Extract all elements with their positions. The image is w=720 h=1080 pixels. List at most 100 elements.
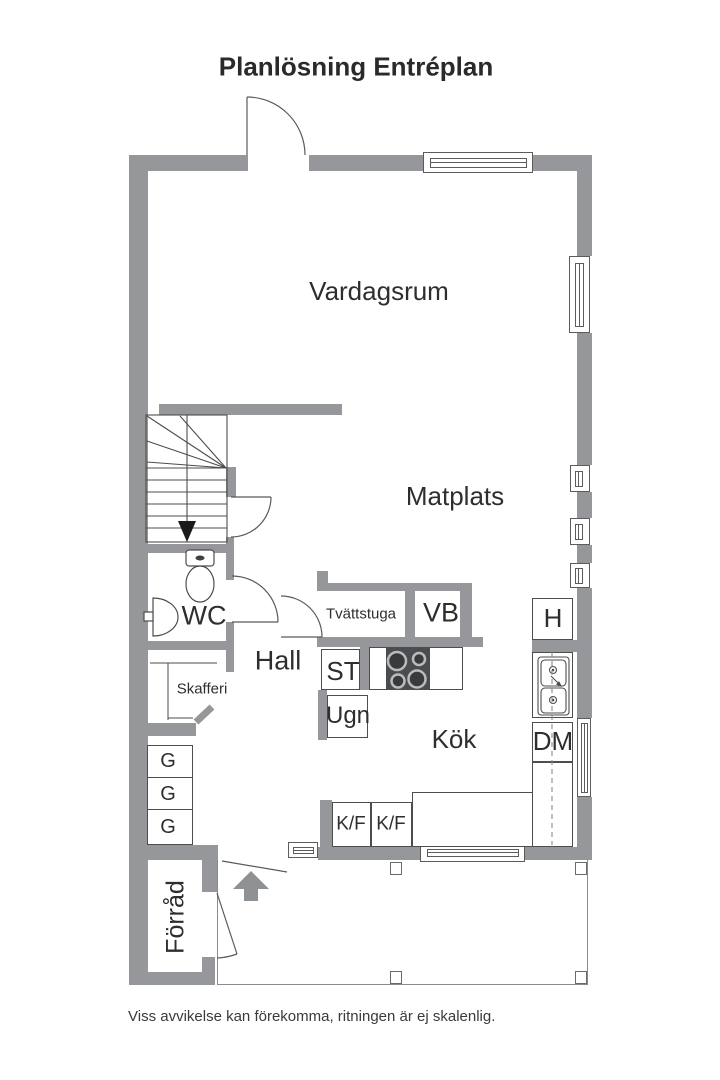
- label-st: ST: [326, 656, 360, 686]
- label-dishwasher: DM: [532, 726, 574, 756]
- window-mullion: [431, 162, 526, 163]
- disclaimer-text: Viss avvikelse kan förekomma, ritningen …: [128, 1008, 496, 1025]
- wall-segment: [159, 404, 342, 415]
- label-fridge-freezer-1: K/F: [336, 813, 366, 835]
- window-symbol: [570, 563, 590, 588]
- door-arc: [231, 575, 279, 623]
- hand-basin-icon: [143, 597, 179, 637]
- tall-cabinet: [532, 598, 573, 640]
- terrace-post: [390, 971, 402, 984]
- room-label-vardagsrum: Vardagsrum: [309, 276, 449, 306]
- door-arc: [230, 496, 272, 538]
- wall-segment: [577, 492, 592, 518]
- room-label-matplats: Matplats: [405, 481, 505, 511]
- window-mullion: [294, 850, 313, 851]
- cleaning-cabinet: [321, 649, 360, 690]
- window-symbol: [577, 718, 591, 797]
- window-mullion: [578, 525, 579, 539]
- window-symbol: [570, 518, 590, 545]
- wall-segment: [320, 800, 332, 852]
- wall-segment: [146, 723, 196, 736]
- wall-segment: [317, 637, 483, 647]
- window-pane: [575, 524, 583, 540]
- terrace-post: [390, 862, 402, 875]
- terrace-edge: [217, 860, 218, 985]
- label-ugn: Ugn: [325, 702, 371, 729]
- kitchen-sink-icon: [537, 656, 570, 716]
- window-symbol: [569, 256, 590, 333]
- wardrobe-1: [147, 745, 193, 778]
- wall-segment: [309, 155, 424, 171]
- window-pane: [430, 158, 527, 168]
- room-label-tvattstuga: Tvättstuga: [325, 605, 397, 623]
- wall-segment: [577, 545, 592, 563]
- wall-segment: [317, 571, 328, 583]
- toilet-icon: [185, 549, 215, 603]
- entry-door-leaf: [221, 860, 288, 873]
- pantry-detail: [150, 662, 217, 725]
- wall-segment: [318, 847, 420, 860]
- terrace-post: [575, 862, 587, 875]
- wall-segment: [129, 155, 248, 171]
- wall-segment: [202, 860, 217, 892]
- window-mullion: [584, 724, 585, 792]
- terrace-edge: [587, 860, 588, 985]
- window-symbol: [288, 842, 318, 858]
- wardrobe-3: [147, 809, 193, 845]
- room-label-forrad: Förråd: [161, 880, 190, 954]
- wall-segment: [129, 845, 218, 860]
- wall-segment: [532, 640, 592, 652]
- wall-segment: [577, 588, 592, 718]
- storage-door-arc: [216, 953, 238, 959]
- wall-segment: [318, 690, 327, 740]
- label-wardrobe-3: G: [160, 816, 176, 838]
- door-arc: [280, 595, 323, 638]
- door-arc: [246, 96, 306, 156]
- oven-cabinet: [327, 695, 368, 738]
- page-title: Planlösning Entréplan: [218, 51, 494, 82]
- room-label-skafferi: Skafferi: [176, 680, 228, 698]
- wall-segment: [460, 583, 472, 647]
- window-pane: [575, 568, 583, 584]
- storage-door-leaf: [216, 892, 238, 955]
- wall-segment: [146, 544, 234, 553]
- window-mullion: [578, 472, 579, 486]
- label-wardrobe-2: G: [160, 783, 176, 805]
- wall-segment: [129, 972, 215, 985]
- window-pane: [575, 471, 583, 487]
- wall-segment: [405, 590, 415, 637]
- window-mullion: [578, 569, 579, 583]
- cooktop-burners: [386, 650, 427, 689]
- wall-segment: [360, 647, 369, 690]
- stair-direction-arrow-icon: [178, 521, 196, 542]
- label-fridge-freezer-2: K/F: [376, 813, 406, 835]
- label-wardrobe-1: G: [160, 750, 176, 772]
- wall-segment: [226, 537, 234, 580]
- window-pane: [427, 849, 519, 857]
- wardrobe-2: [147, 777, 193, 810]
- window-symbol: [423, 152, 533, 173]
- wall-segment: [129, 155, 148, 985]
- wall-segment: [226, 467, 236, 497]
- label-vb: VB: [422, 597, 460, 628]
- entrance-arrow-icon: [233, 871, 269, 901]
- wall-segment: [525, 847, 592, 860]
- window-mullion: [428, 852, 518, 853]
- staircase: [145, 414, 228, 543]
- window-symbol: [570, 465, 590, 492]
- window-mullion: [579, 264, 580, 326]
- wall-segment: [577, 333, 592, 465]
- room-label-hall: Hall: [254, 645, 302, 676]
- room-label-wc: WC: [181, 600, 227, 631]
- wall-segment: [577, 155, 592, 256]
- terrace-edge: [217, 984, 588, 985]
- wall-segment: [577, 797, 592, 860]
- wall-segment: [146, 641, 234, 650]
- pantry-door-leaf: [193, 704, 215, 725]
- fridge-freezer-1: [332, 802, 371, 847]
- label-tall-cabinet: H: [543, 603, 563, 633]
- door-swings: [216, 96, 323, 959]
- wall-segment: [202, 957, 215, 972]
